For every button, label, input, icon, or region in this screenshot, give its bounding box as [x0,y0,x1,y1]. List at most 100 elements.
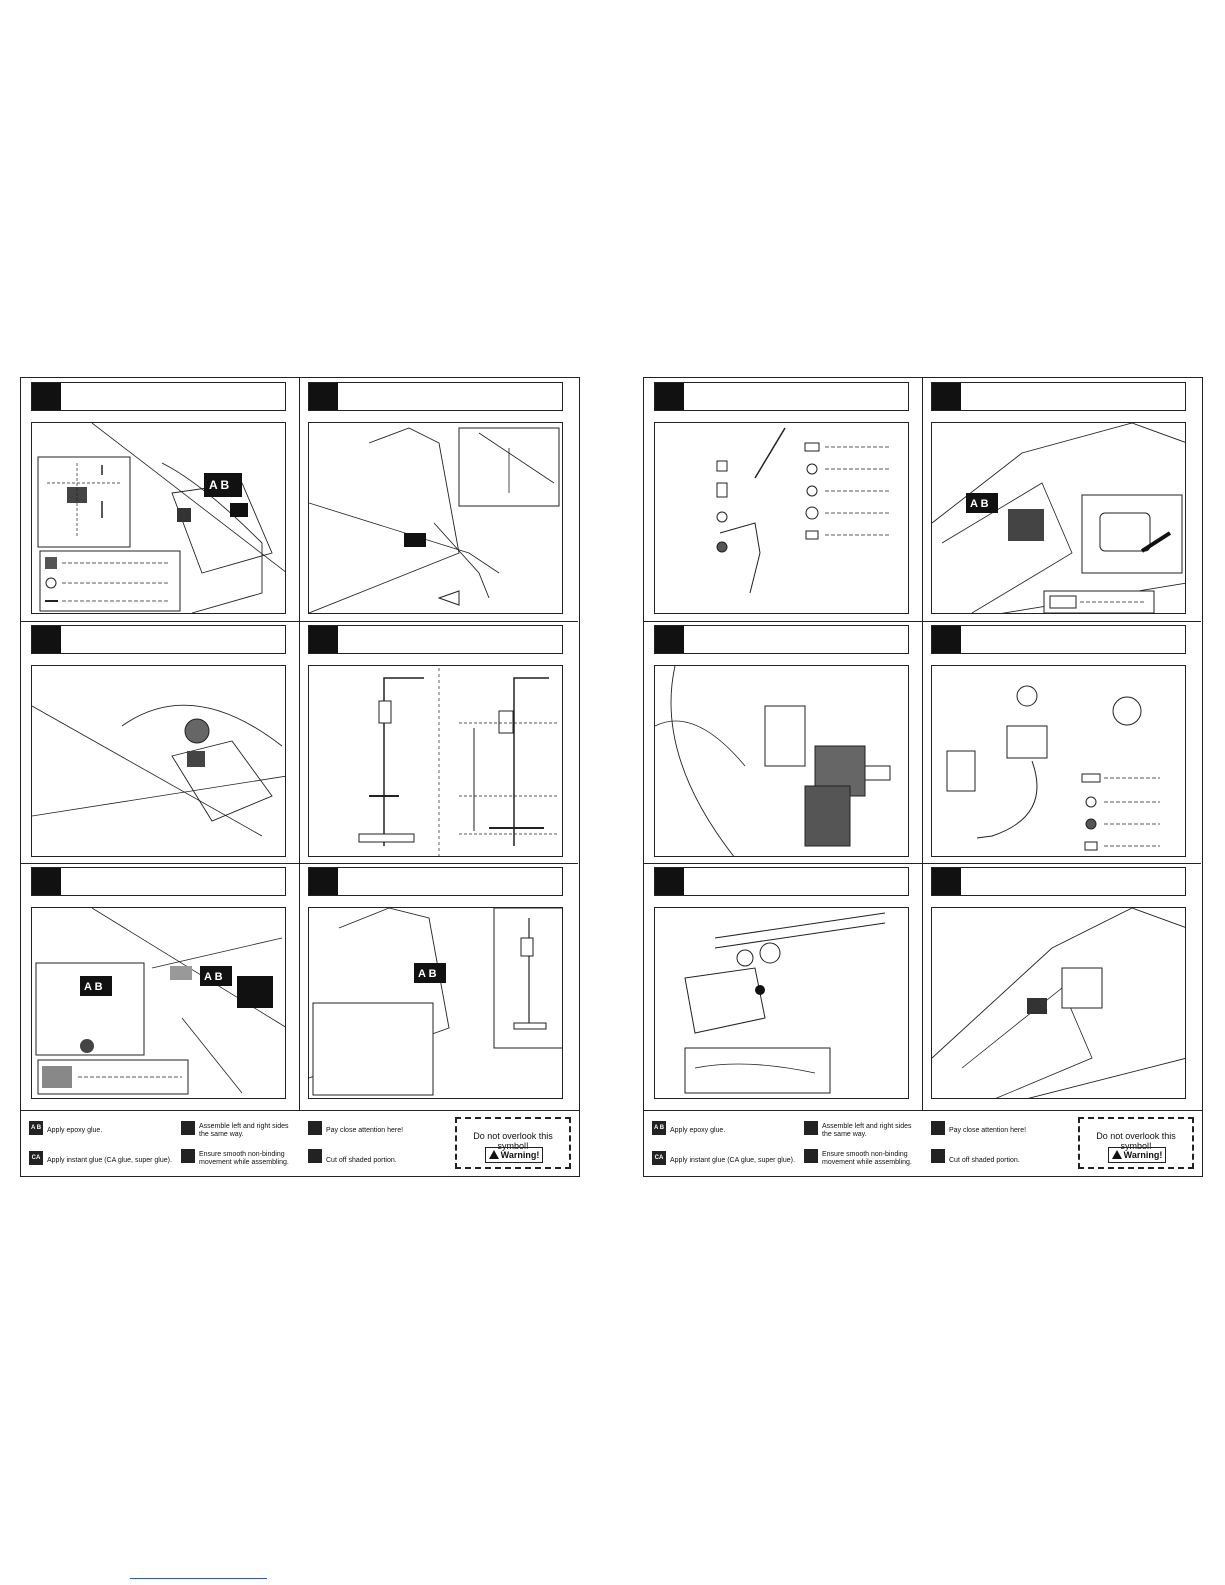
step-number-block [309,868,338,895]
step-header [31,625,286,654]
assemble-lr-icon [804,1121,818,1135]
warning-note: Do not overlook this symbol! [1096,1131,1176,1151]
step-number-block [309,626,338,653]
step-header [654,867,909,896]
cut-shaded-icon [308,1149,322,1163]
attention-hand-icon [931,1121,945,1135]
step-illustration [308,665,563,857]
right-page: A B [643,377,1203,1119]
warning-triangle-icon [1111,1150,1122,1159]
fuselage-servo-illustration: A B [37,423,285,613]
step-panel: A B [21,378,286,614]
row-divider [644,863,1201,864]
step-header [931,867,1186,896]
step-panel [921,863,1186,1099]
legend-smooth: Ensure smooth non-binding movement while… [199,1151,289,1166]
legend-attention: Pay close attention here! [949,1127,1027,1134]
svg-text:A B: A B [970,498,989,510]
row-divider [644,621,1201,622]
warning-box: Do not overlook this symbol! Warning! [1078,1117,1194,1169]
step-illustration [931,665,1186,857]
svg-text:A B: A B [418,968,437,980]
step-header [31,382,286,411]
warning-label: Warning! [1123,1150,1163,1160]
legend-epoxy: Apply epoxy glue. [47,1127,103,1134]
glue-ab-icon: A B [200,966,232,986]
pushrod-jig-illustration [358,668,559,856]
step-header [931,382,1186,411]
step-illustration: A B [31,422,286,614]
warning-badge: Warning! [485,1147,543,1163]
step-panel [644,378,909,614]
smooth-movement-icon [804,1149,818,1163]
step-number-block [309,383,338,410]
tail-wheel-illustration: A B A B [35,908,285,1095]
step-panel: A B [298,863,563,1099]
svg-text:A B: A B [84,981,103,993]
step-panel [298,378,563,614]
warning-box: Do not overlook this symbol! Warning! [455,1117,571,1169]
step-panel [644,863,909,1099]
engine-mount-illustration [655,666,891,856]
glue-ab-icon: A B [80,976,112,996]
row-divider [21,621,578,622]
legend-assemble-lr: Assemble left and right sides the same w… [199,1123,289,1138]
legend-assemble-lr: Assemble left and right sides the same w… [822,1123,912,1138]
left-page: A B [20,377,580,1119]
ca-glue-icon: CA [29,1151,43,1165]
tail-control-horn-illustration [309,427,560,613]
step-number-block [655,383,684,410]
legend-panel: A B Apply epoxy glue. CA Apply instant g… [20,1110,580,1177]
step-number-block [932,383,961,410]
step-number-block [655,626,684,653]
legend-instant: Apply instant glue (CA glue, super glue)… [47,1157,172,1164]
nose-gear-parts-illustration [716,427,890,594]
step-panel [921,621,1186,857]
warning-note: Do not overlook this symbol! [473,1131,553,1151]
glue-ab-icon: A B [204,473,248,517]
assemble-lr-icon [181,1121,195,1135]
step-number-block [932,868,961,895]
step-number-block [32,383,61,410]
footer-link-underline[interactable] [130,1578,267,1579]
legend-cut: Cut off shaded portion. [326,1157,397,1164]
step-illustration [931,907,1186,1099]
svg-text:A B: A B [204,971,223,983]
step-panel: A B A B [21,863,286,1099]
glue-ab-icon: A B [29,1121,43,1135]
step-header [654,382,909,411]
step-panel: A B [921,378,1186,614]
glue-ab-icon: A B [414,963,446,983]
fuel-tank-assembly-illustration [684,912,886,1094]
legend-instant: Apply instant glue (CA glue, super glue)… [670,1157,795,1164]
cockpit-wheel-illustration [32,704,285,837]
legend-smooth: Ensure smooth non-binding movement while… [822,1151,912,1166]
warning-label: Warning! [500,1150,540,1160]
step-number-block [32,868,61,895]
parts-list [804,442,890,540]
step-panel [21,621,286,857]
smooth-movement-icon [181,1149,195,1163]
attention-hand-icon [308,1121,322,1135]
legend-panel: A B Apply epoxy glue. CA Apply instant g… [643,1110,1203,1177]
throttle-servo-illustration [946,685,1160,851]
svg-text:A B: A B [209,478,230,492]
step-header [654,625,909,654]
fuel-tank-install-illustration: A B [932,423,1185,613]
legend-cut: Cut off shaded portion. [949,1157,1020,1164]
step-illustration: A B A B [31,907,286,1099]
step-illustration [654,665,909,857]
fuselage-interior-illustration [932,908,1185,1098]
step-illustration [31,665,286,857]
step-number-block [655,868,684,895]
step-illustration [654,422,909,614]
row-divider [21,863,578,864]
step-header [931,625,1186,654]
step-illustration [654,907,909,1099]
step-illustration [308,422,563,614]
cut-shaded-icon [931,1149,945,1163]
step-header [308,867,563,896]
glue-ab-icon: A B [652,1121,666,1135]
step-panel [644,621,909,857]
step-illustration: A B [931,422,1186,614]
